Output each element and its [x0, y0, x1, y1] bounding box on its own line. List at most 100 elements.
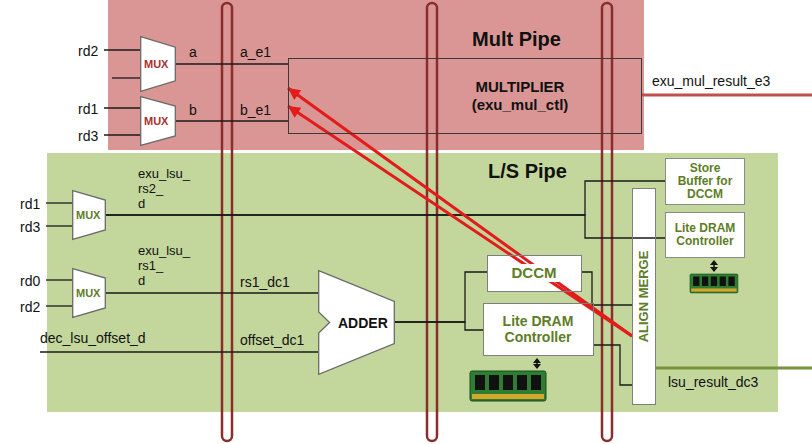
signal-wire: [176, 120, 288, 121]
fill-layer: [47, 0, 778, 412]
multiplier-box: MULTIPLIER (exu_mul_ctl): [288, 58, 642, 134]
signal-wire: [106, 215, 665, 238]
chip: [711, 277, 717, 286]
signal-label: offset_dc1: [240, 332, 304, 348]
box-fill: [487, 255, 582, 292]
signal-label: rd3: [20, 219, 40, 235]
chip: [475, 375, 485, 390]
signal-label: dec_lsu_offset_d: [40, 330, 146, 346]
box-fill: [665, 158, 745, 205]
band-title: L/S Pipe: [488, 160, 567, 183]
dram-controller-box: Lite DRAM Controller: [483, 303, 594, 356]
label-anchor: exu_mul_result_e3: [652, 73, 770, 89]
arrow-head: [710, 260, 718, 265]
box-fill: [632, 188, 656, 405]
signal-wire: [176, 63, 288, 64]
signal-wire: [106, 181, 665, 215]
store-buffer-box: Store Buffer for DCCM: [665, 158, 745, 205]
box-label: ADDER: [338, 315, 388, 331]
dccm-box: DCCM: [487, 255, 582, 292]
input-wire: [104, 134, 140, 135]
mul-result-wire: [642, 94, 812, 97]
mux-shape: [73, 191, 106, 240]
input-wire: [46, 202, 72, 203]
input-wire: [46, 225, 72, 226]
double-arrow: [710, 260, 718, 272]
label-anchor: rd1: [78, 101, 98, 117]
signal-label: b_e1: [240, 102, 271, 118]
signal-label: a: [189, 44, 197, 60]
mux-trapezoid: MUX: [140, 96, 176, 146]
adder-shape: ADDER: [318, 270, 395, 375]
label-anchor: rd3: [78, 128, 98, 144]
label-anchor: a_e1: [240, 44, 271, 60]
label-anchor: exu_lsu_ rs1_ d: [138, 243, 204, 288]
box-label: MUX: [76, 287, 100, 300]
chip: [503, 375, 513, 390]
signal-wire: [582, 272, 632, 305]
mux-trapezoid: MUX: [72, 190, 106, 240]
chip: [702, 277, 708, 286]
label-anchor: b_e1: [240, 102, 271, 118]
chip: [531, 375, 541, 390]
chip-board: [470, 371, 546, 401]
label-anchor: rd1: [20, 196, 40, 212]
box-label: MUX: [76, 209, 100, 222]
box-label: Lite DRAM Controller: [487, 313, 590, 345]
mux-shape: [141, 97, 176, 146]
input-wire: [46, 279, 72, 280]
mux-trapezoid: MUX: [140, 36, 176, 92]
input-wire: [112, 77, 140, 78]
label-anchor: rd3: [20, 219, 40, 235]
signal-label: exu_lsu_ rs1_ d: [138, 243, 204, 288]
chip-board: [690, 274, 738, 293]
label-anchor: rd0: [20, 273, 40, 289]
band-title: Mult Pipe: [472, 28, 561, 51]
label-anchor: rs1_dc1: [240, 274, 290, 290]
chip: [720, 277, 726, 286]
label-anchor: rd2: [20, 299, 40, 315]
signal-label: b: [189, 102, 197, 118]
pipeline-register-bar: [222, 3, 232, 441]
pipe-band: Mult PipeMUX MUX MULTIPLIER (exu_mul_ctl): [108, 0, 644, 150]
label-anchor: dec_lsu_offset_d: [40, 330, 146, 346]
chip: [693, 277, 699, 286]
chip-contacts: [691, 288, 736, 291]
signal-wire: [106, 292, 318, 293]
label-anchor: b: [189, 102, 197, 118]
pipeline-register-bar: [602, 3, 612, 441]
signal-wire: [594, 345, 632, 385]
label-anchor: lsu_result_dc3: [668, 374, 758, 390]
signal-label: exu_lsu_ rs2_ d: [138, 166, 204, 211]
dram-chip-icon: [470, 371, 546, 401]
signal-label: rd1: [20, 196, 40, 212]
signal-label: a_e1: [240, 44, 271, 60]
input-wire: [46, 305, 72, 306]
arrow-head: [533, 364, 541, 369]
box-label: Store Buffer for DCCM: [670, 162, 740, 201]
box-fill: [665, 212, 745, 258]
dram-chip-icon: [690, 274, 738, 293]
signal-label: rd1: [78, 101, 98, 117]
chip: [728, 277, 734, 286]
mux-trapezoid: MUX: [72, 268, 106, 318]
box-label: MULTIPLIER (exu_mul_ctl): [455, 78, 585, 114]
box-label: MUX: [144, 58, 168, 71]
arrow-head: [533, 358, 541, 363]
signal-label: rd2: [20, 299, 40, 315]
box-fill: [483, 303, 594, 356]
label-anchor: rd2: [78, 43, 98, 59]
chip: [517, 375, 527, 390]
double-arrow: [533, 358, 541, 369]
label-anchor: a: [189, 44, 197, 60]
label-anchor: exu_lsu_ rs2_ d: [138, 166, 204, 211]
band-fill: [47, 153, 778, 412]
mux-shape: [141, 37, 176, 92]
box-label: DCCM: [510, 264, 559, 282]
signal-label: exu_mul_result_e3: [652, 73, 770, 89]
lsu-result-wire: [656, 367, 812, 370]
dram-controller-box: Lite DRAM Controller: [665, 212, 745, 258]
signal-label: rd2: [78, 43, 98, 59]
signal-label: rd3: [78, 128, 98, 144]
label-anchor: offset_dc1: [240, 332, 304, 348]
